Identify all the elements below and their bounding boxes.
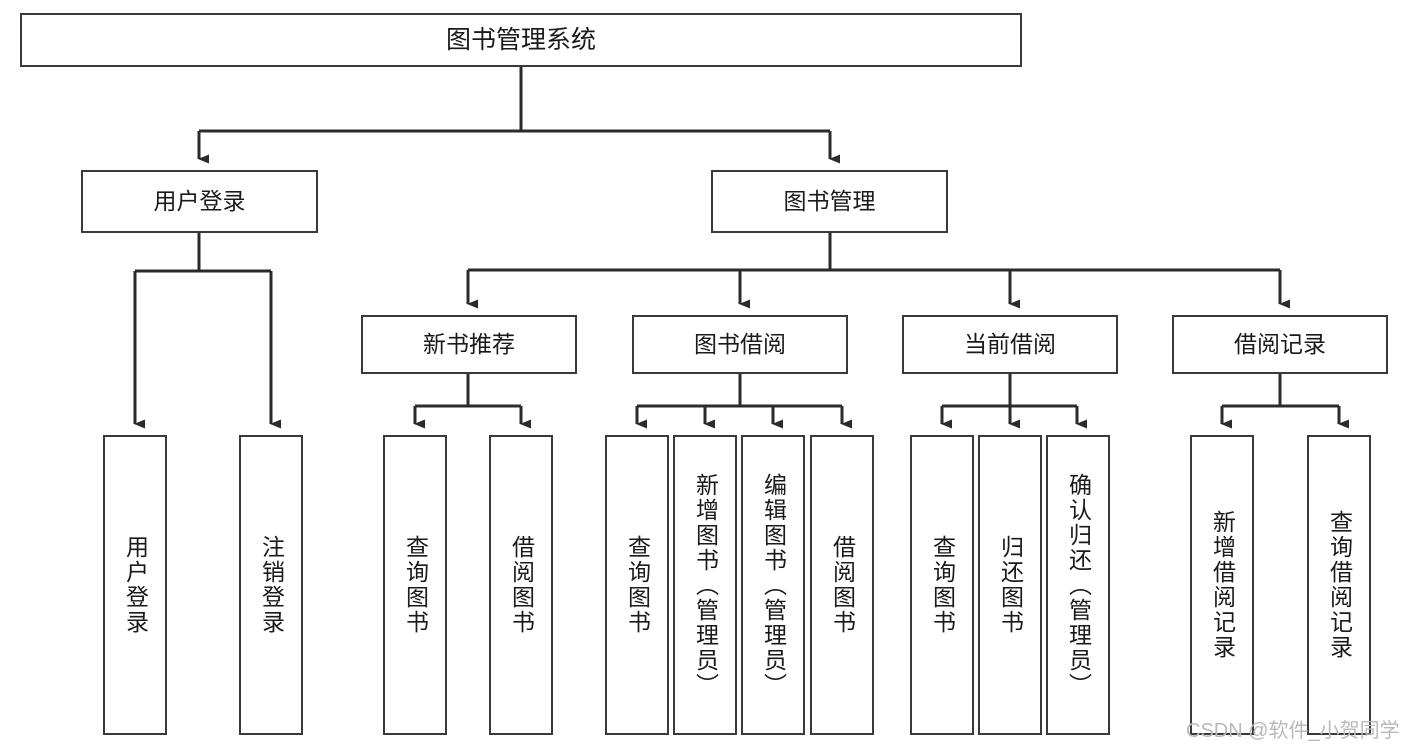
node-leaf-query-book-borrow[interactable]: 查询图书	[605, 435, 669, 735]
node-leaf-query-book-recommend[interactable]: 查询图书	[383, 435, 447, 735]
node-label: 编辑图书（管理员）	[760, 472, 787, 698]
node-label: 查询借阅记录	[1326, 510, 1353, 660]
node-leaf-borrow-book[interactable]: 借阅图书	[810, 435, 874, 735]
csdn-watermark: CSDN @软件_小贺同学	[1186, 720, 1400, 742]
node-user-login[interactable]: 用户登录	[81, 170, 318, 233]
node-label: 注销登录	[258, 535, 285, 635]
node-label: 查询图书	[402, 535, 429, 635]
node-book-management[interactable]: 图书管理	[711, 170, 948, 233]
node-leaf-add-book-admin[interactable]: 新增图书（管理员）	[673, 435, 737, 735]
node-leaf-query-book-current[interactable]: 查询图书	[910, 435, 974, 735]
node-label: 查询图书	[929, 535, 956, 635]
node-label: 新书推荐	[423, 331, 515, 358]
node-label: 新增借阅记录	[1209, 510, 1236, 660]
node-label: 查询图书	[624, 535, 651, 635]
node-leaf-user-login[interactable]: 用户登录	[103, 435, 167, 735]
node-label: 确认归还（管理员）	[1065, 472, 1092, 698]
node-label: 当前借阅	[964, 331, 1056, 358]
node-leaf-borrow-book-recommend[interactable]: 借阅图书	[489, 435, 553, 735]
node-leaf-confirm-return-admin[interactable]: 确认归还（管理员）	[1046, 435, 1110, 735]
node-label: 新增图书（管理员）	[692, 472, 719, 698]
node-label: 借阅图书	[508, 535, 535, 635]
node-borrow-record[interactable]: 借阅记录	[1172, 315, 1388, 374]
node-label: 用户登录	[122, 535, 149, 635]
node-label: 图书借阅	[694, 331, 786, 358]
node-new-book-recommend[interactable]: 新书推荐	[361, 315, 577, 374]
node-current-borrow[interactable]: 当前借阅	[902, 315, 1118, 374]
node-leaf-query-borrow-record[interactable]: 查询借阅记录	[1307, 435, 1371, 735]
node-label: 借阅图书	[829, 535, 856, 635]
node-root-book-management-system[interactable]: 图书管理系统	[20, 13, 1022, 67]
node-leaf-add-borrow-record[interactable]: 新增借阅记录	[1190, 435, 1254, 735]
node-label: 借阅记录	[1234, 331, 1326, 358]
node-label: 图书管理	[783, 188, 876, 215]
node-label: 用户登录	[153, 188, 246, 215]
node-leaf-logout[interactable]: 注销登录	[239, 435, 303, 735]
node-book-borrow[interactable]: 图书借阅	[632, 315, 848, 374]
node-leaf-edit-book-admin[interactable]: 编辑图书（管理员）	[741, 435, 805, 735]
node-label: 图书管理系统	[445, 25, 596, 54]
node-label: 归还图书	[997, 535, 1024, 635]
node-leaf-return-book[interactable]: 归还图书	[978, 435, 1042, 735]
